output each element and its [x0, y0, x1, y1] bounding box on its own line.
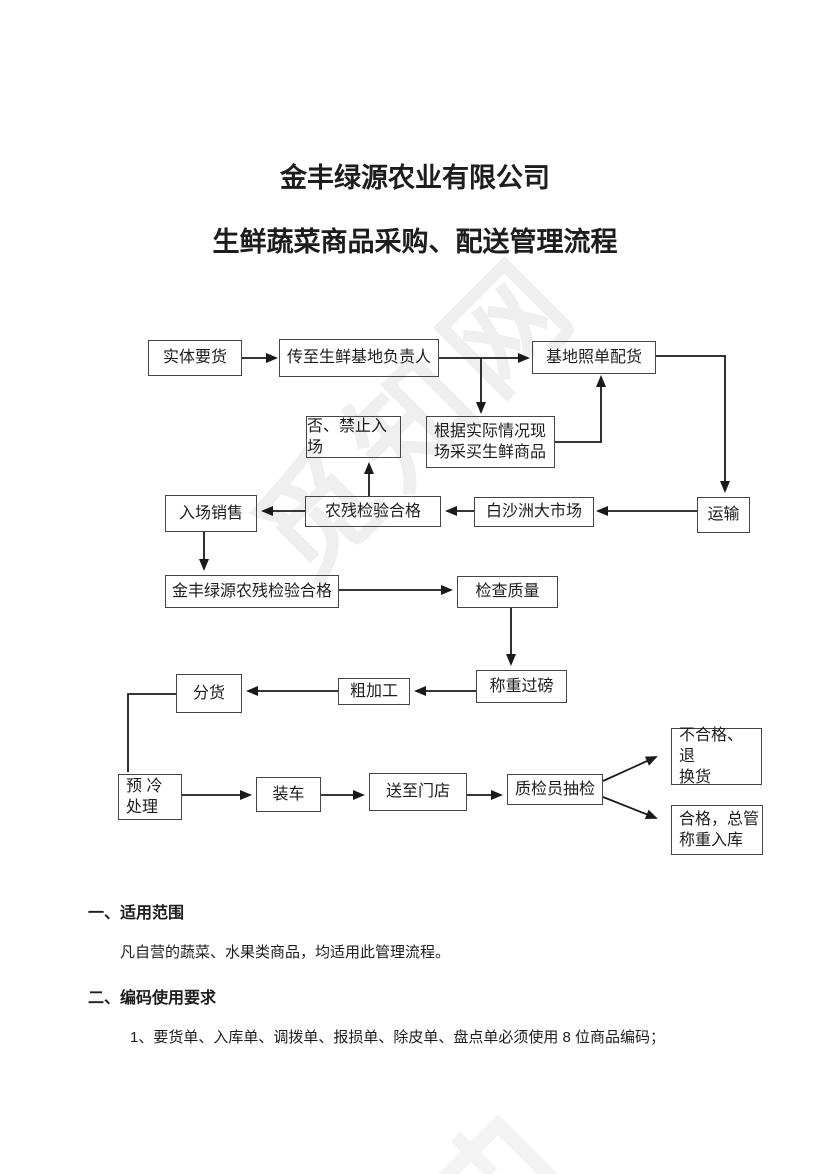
flow-node-baishazhou-market: 白沙洲大市场 — [474, 497, 594, 527]
flow-node-transport: 运输 — [697, 497, 750, 533]
flow-node-inspector-sampling: 质检员抽检 — [507, 774, 603, 805]
connector-base-to-transport — [656, 355, 730, 493]
connector-inspector-to-fail — [602, 756, 658, 782]
section-1-body: 凡自营的蔬菜、水果类商品，均适用此管理流程。 — [120, 944, 451, 961]
flow-node-entity-request: 实体要货 — [148, 340, 242, 376]
connector-inspector-to-pass — [602, 796, 658, 819]
flow-node-no-entry-forbidden: 否、禁止入场 — [306, 416, 401, 458]
flow-node-weighing: 称重过磅 — [476, 670, 567, 703]
flow-node-pass-weigh-in-storage: 合格，总管 称重入库 — [671, 805, 763, 855]
connector-onsite-to-base — [555, 375, 606, 443]
flow-node-base-pick-by-order: 基地照单配货 — [532, 341, 656, 374]
flow-node-residue-test-pass: 农残检验合格 — [305, 496, 441, 527]
connector-sorting-to-precooling — [127, 693, 176, 772]
section-1-heading: 一、适用范围 — [88, 905, 185, 922]
flow-node-precooling: 预 冷 处理 — [118, 774, 182, 820]
flow-node-market-entry-sale: 入场销售 — [165, 495, 257, 532]
doc-subtitle: 生鲜蔬菜商品采购、配送管理流程 — [212, 227, 618, 257]
flow-node-loading: 装车 — [256, 777, 321, 812]
doc-title: 金丰绿源农业有限公司 — [280, 163, 550, 193]
flow-node-onsite-purchase: 根据实际情况现 场采买生鲜商品 — [426, 416, 555, 468]
flow-node-quality-check: 检查质量 — [457, 576, 558, 608]
flow-node-send-to-base-manager: 传至生鲜基地负责人 — [279, 339, 439, 377]
flow-node-fail-return-exchange: 不合格、退 换货 — [671, 727, 762, 786]
section-2-heading: 二、编码使用要求 — [88, 990, 217, 1007]
flow-node-deliver-to-store: 送至门店 — [369, 773, 467, 811]
flow-node-rough-processing: 粗加工 — [338, 678, 410, 705]
flow-node-sorting: 分货 — [176, 674, 242, 713]
flow-node-jinfeng-residue-pass: 金丰绿源农残检验合格 — [165, 575, 339, 608]
section-2-item-1: 1、要货单、入库单、调拨单、报损单、除皮单、盘点单必须使用 8 位商品编码； — [130, 1029, 666, 1046]
